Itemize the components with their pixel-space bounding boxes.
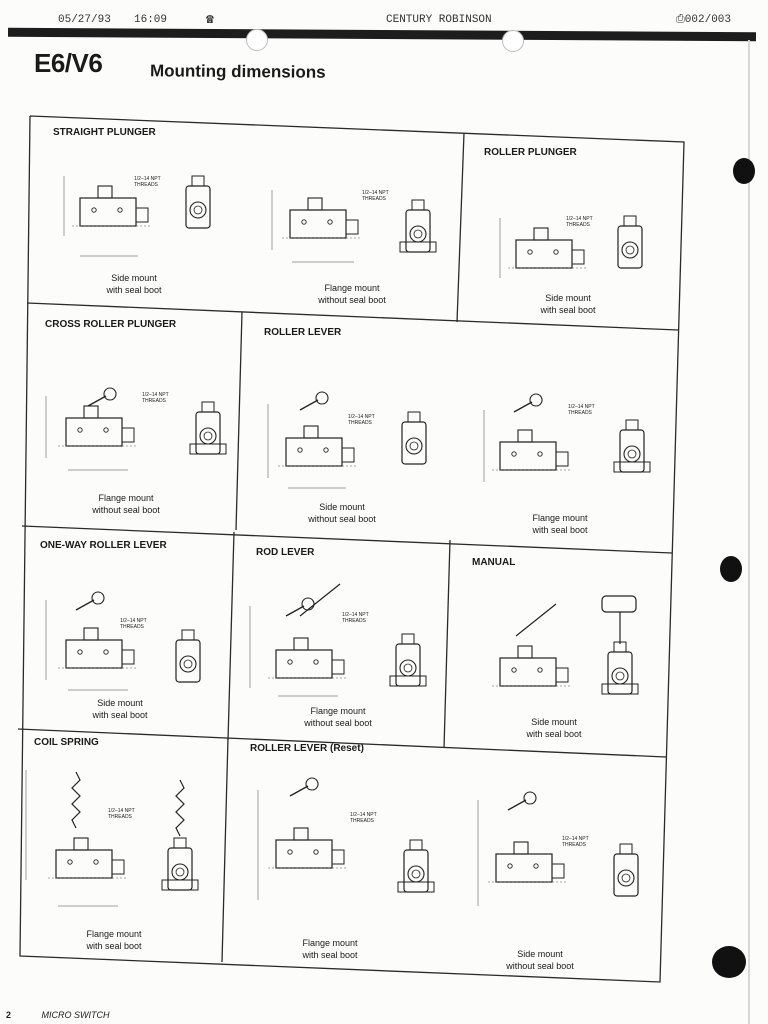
page-number: 2 (6, 1010, 12, 1020)
section-title-roller-plunger: ROLLER PLUNGER (484, 147, 577, 158)
section-title-roller-lever: ROLLER LEVER (264, 327, 342, 338)
page-footer: 2 MICRO SWITCH (6, 1010, 110, 1020)
page-title: E6/V6 (34, 48, 103, 78)
fax-header: 05/27/93 16:09 ☎ CENTURY ROBINSON ⎙002/0… (0, 0, 768, 30)
punch-hole (502, 30, 524, 52)
fax-page-counter: ⎙002/003 (676, 14, 732, 26)
fax-date: 05/27/93 (58, 14, 111, 26)
section-title-straight-plunger: STRAIGHT PLUNGER (53, 127, 156, 138)
section-title-rod-lever: ROD LEVER (256, 547, 315, 558)
page-edge (748, 40, 750, 1024)
fax-time: 16:09 (134, 14, 168, 26)
fax-company: CENTURY ROBINSON (386, 14, 492, 26)
section-title-manual: MANUAL (472, 557, 516, 568)
section-title-cross-roller-plunger: CROSS ROLLER PLUNGER (45, 319, 177, 330)
section-title-roller-lever-reset: ROLLER LEVER (Reset) (250, 743, 364, 754)
telephone-icon: ☎ (206, 12, 214, 27)
punch-hole (246, 29, 268, 51)
binder-hole (720, 556, 742, 582)
footer-brand: MICRO SWITCH (41, 1010, 110, 1020)
section-title-one-way-roller-lever: ONE-WAY ROLLER LEVER (40, 540, 167, 551)
binder-hole (733, 158, 755, 184)
binder-hole (712, 946, 746, 978)
section-title-coil-spring: COIL SPRING (34, 737, 99, 748)
